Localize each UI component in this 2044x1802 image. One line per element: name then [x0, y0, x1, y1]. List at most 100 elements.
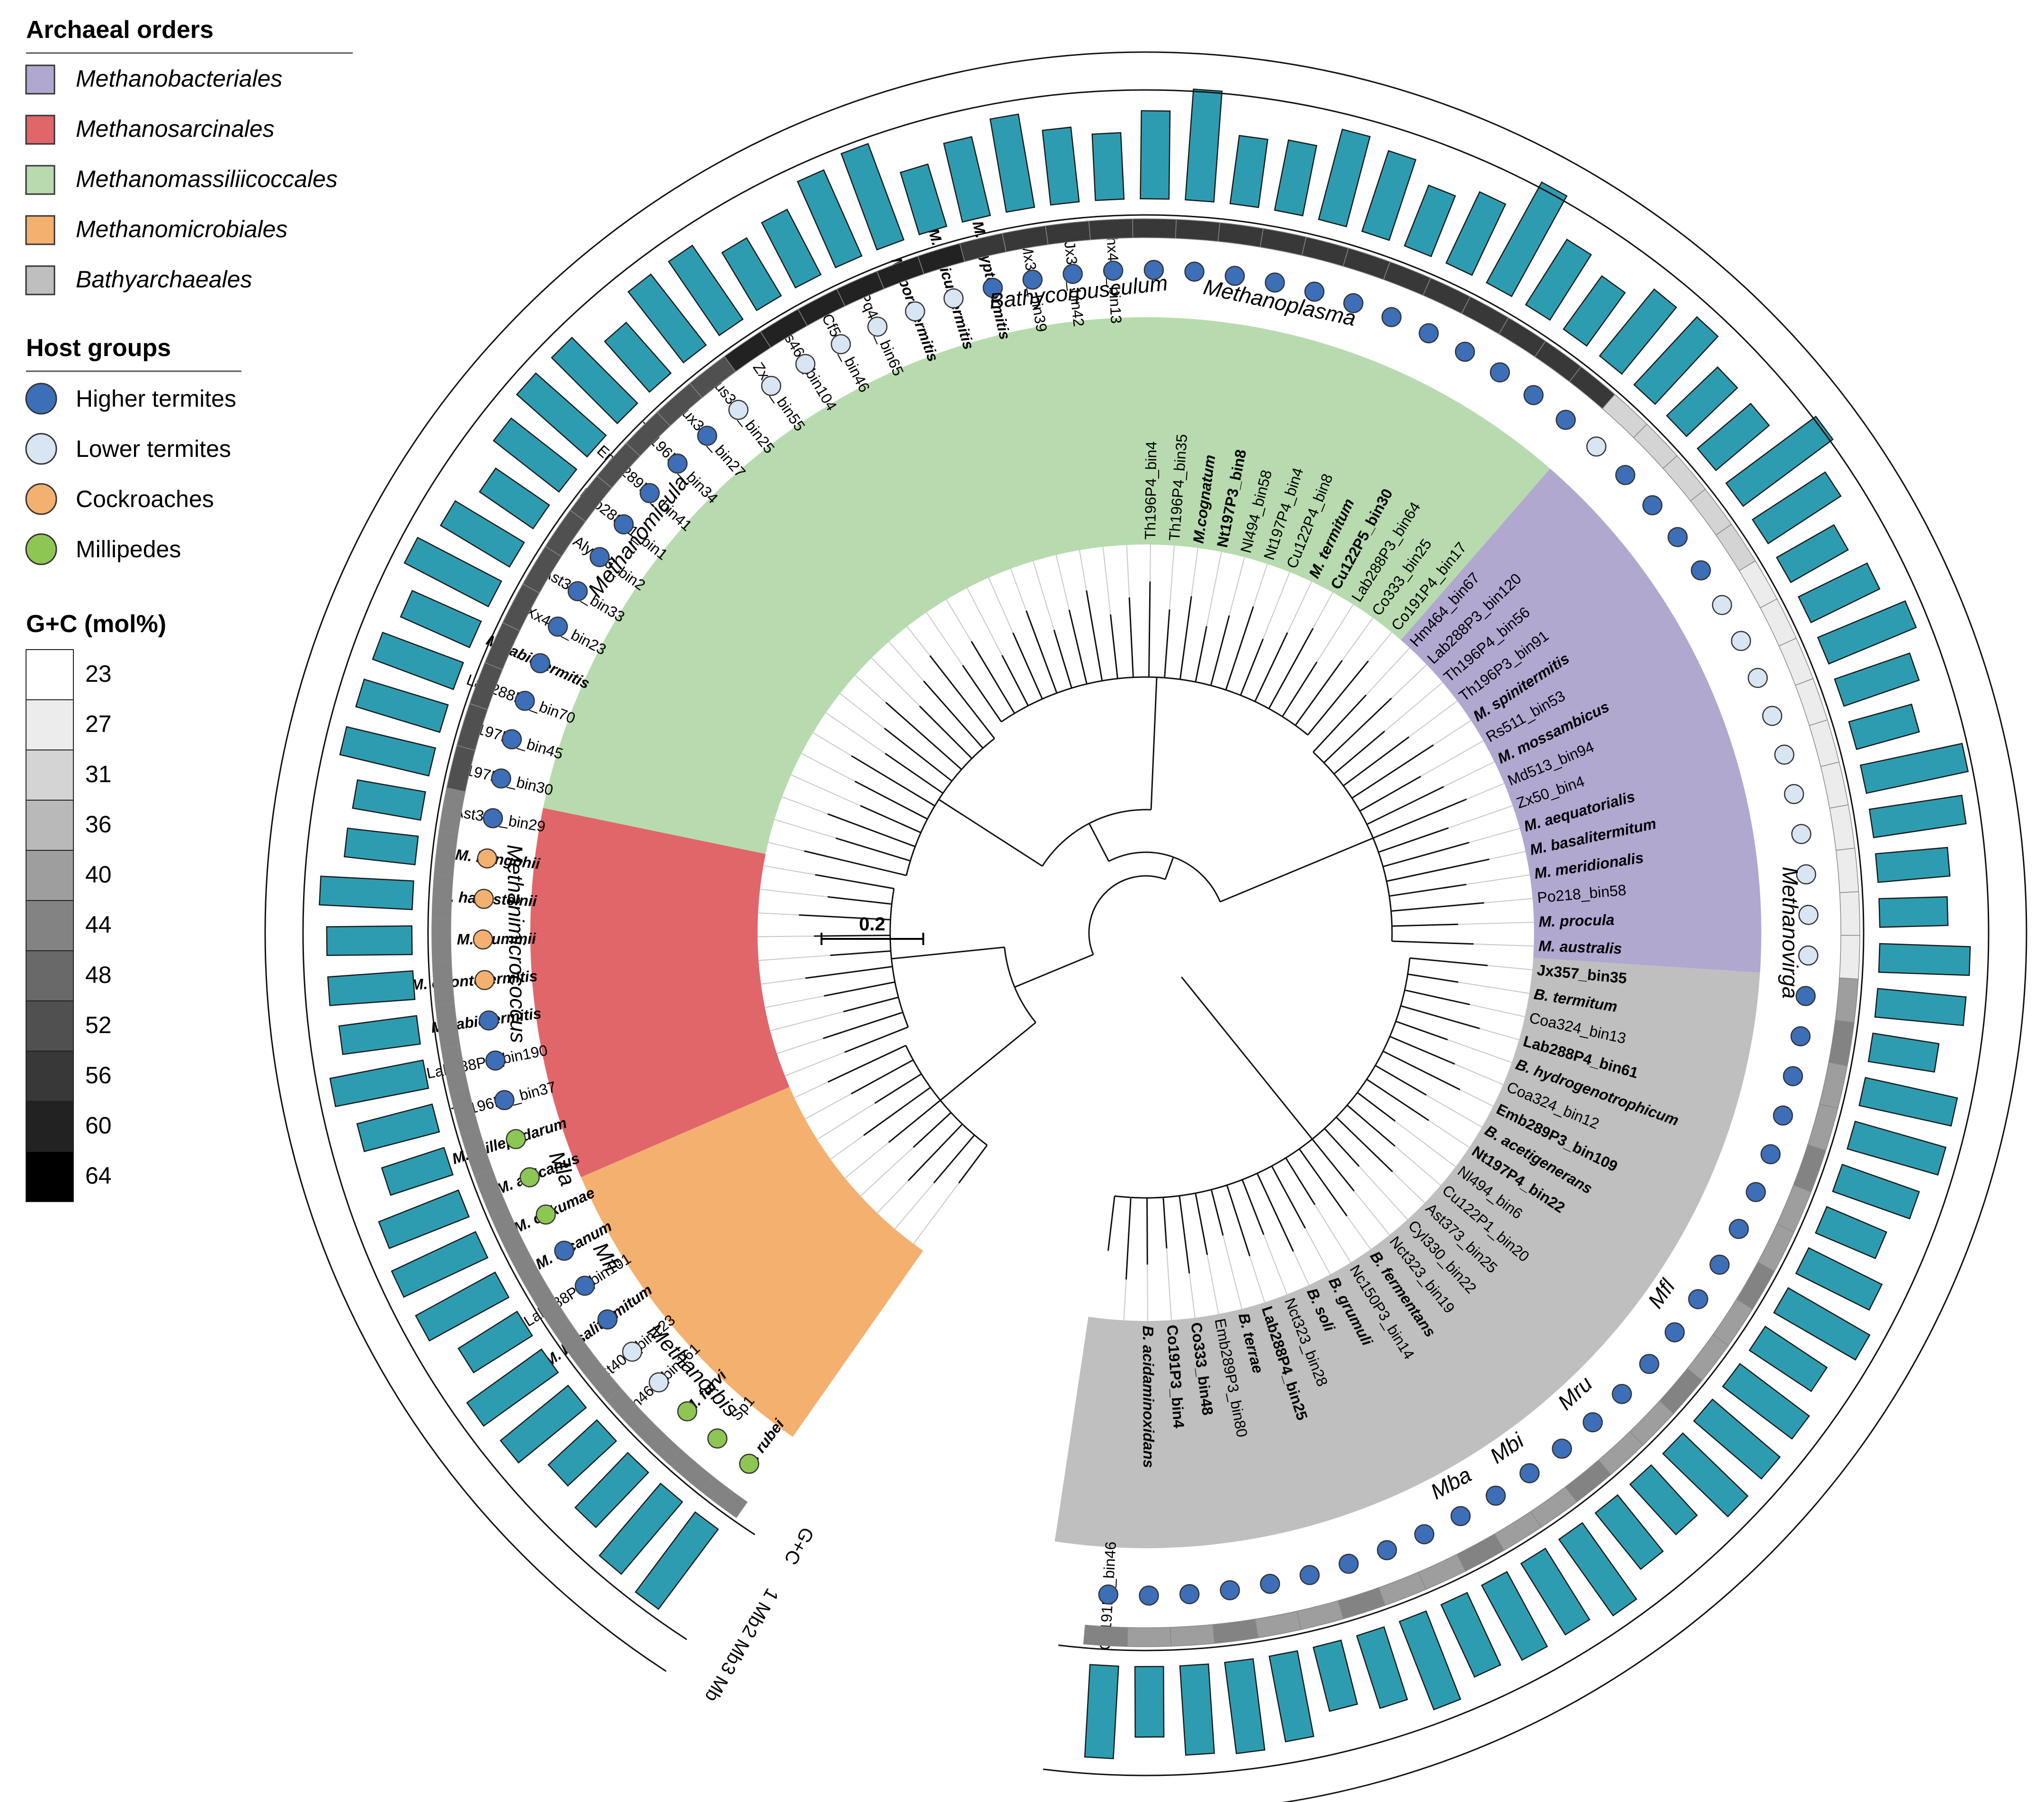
genome-size-bar — [1858, 1077, 1958, 1127]
host-dot — [1667, 527, 1688, 547]
genome-size-bar — [1797, 562, 1881, 624]
host-dot — [515, 690, 535, 711]
legend-host-dot — [25, 433, 57, 465]
host-dot — [1265, 272, 1285, 293]
host-dot — [1642, 495, 1663, 516]
host-dot — [473, 929, 493, 950]
leaf-connector — [855, 675, 886, 703]
leaf-connector — [1263, 1234, 1288, 1295]
gc-cell — [1170, 1624, 1215, 1647]
genome-size-bar — [796, 169, 863, 268]
leaf-connector — [894, 1182, 935, 1230]
leaf-connector — [791, 774, 861, 806]
genome-size-bar — [403, 536, 502, 607]
leaf-connector — [770, 1011, 844, 1032]
genome-size-bar — [1525, 239, 1592, 321]
legend-gc-label: 48 — [85, 962, 112, 988]
gc-cell — [1132, 218, 1177, 239]
leaf-connector — [1458, 921, 1534, 925]
genome-size-bar — [634, 1511, 719, 1610]
host-dot — [501, 729, 522, 749]
genome-size-bar — [329, 1059, 429, 1107]
host-dot — [1414, 1524, 1435, 1544]
genome-size-bar — [1445, 191, 1507, 276]
leaf-connector — [1229, 557, 1245, 616]
genome-size-bar — [1751, 471, 1842, 544]
host-dot — [1784, 784, 1804, 804]
gc-cell — [1461, 296, 1509, 335]
legend-host-label: Cockroaches — [76, 486, 214, 512]
host-dot — [697, 426, 717, 446]
host-dot — [1746, 1182, 1766, 1202]
leaf-connector — [763, 865, 815, 875]
host-dot — [1748, 668, 1768, 688]
genome-size-bar — [1874, 847, 1951, 883]
genome-size-bar — [1558, 1522, 1637, 1617]
leaf-connector — [759, 955, 830, 961]
host-dot — [1790, 1026, 1811, 1047]
leaf-connector — [1304, 1228, 1331, 1275]
host-dot — [1139, 1585, 1159, 1606]
gc-cell — [1494, 1511, 1542, 1551]
legend-order-label: Methanosarcinales — [76, 116, 275, 142]
leaf-connector — [1191, 548, 1199, 597]
leaf-connector — [812, 732, 852, 757]
legend-order-label: Methanomicrobiales — [76, 216, 287, 242]
host-dot — [1774, 744, 1794, 765]
leaf-connector — [1169, 545, 1175, 610]
gc-cell — [1829, 804, 1856, 851]
legend-gc-swatch — [26, 699, 74, 750]
host-dot — [1184, 261, 1205, 282]
genome-size-bar — [721, 237, 782, 312]
host-dot — [1615, 465, 1635, 485]
genus-label: Methanimicrococcus — [503, 844, 531, 1043]
host-dot — [982, 277, 1003, 298]
gc-cell — [438, 787, 466, 834]
host-dot — [536, 1204, 556, 1225]
ring-axis-circle — [302, 89, 1990, 1776]
leaf-connector — [1458, 981, 1530, 994]
leaf-connector — [1448, 805, 1513, 829]
host-dot — [728, 400, 749, 420]
host-dot — [1639, 1354, 1660, 1374]
gc-cell — [431, 874, 454, 919]
leaf-connector — [1366, 647, 1410, 696]
host-dot — [739, 1454, 759, 1474]
scale-bar: 0.2 — [821, 914, 924, 945]
gc-cell — [1259, 228, 1307, 256]
leaf-connector — [758, 936, 814, 937]
leaf-connector — [1384, 682, 1443, 732]
genome-size-bar — [343, 828, 419, 865]
genome-size-bar — [326, 925, 413, 956]
host-dot — [1552, 1438, 1572, 1459]
genome-size-bar — [627, 273, 707, 364]
leaf-connector — [1484, 898, 1533, 903]
host-dot — [1762, 705, 1783, 726]
leaf-connector — [1394, 1121, 1456, 1168]
host-dot — [597, 1309, 618, 1330]
leaf-connector — [1470, 1004, 1525, 1017]
genome-size-bar — [598, 1482, 683, 1575]
genome-size-bar — [943, 136, 991, 223]
legend-gc-swatch — [26, 800, 74, 851]
genome-size-bar — [1091, 132, 1125, 201]
genome-size-bar — [1140, 110, 1171, 200]
genome-size-bar — [840, 143, 905, 251]
leaf-label: M. australis — [1538, 937, 1622, 957]
legend-gc-label: 44 — [85, 911, 112, 938]
host-dot — [1179, 1584, 1200, 1605]
leaf-connector — [946, 599, 972, 642]
leaf-connector — [1055, 554, 1070, 610]
host-dot — [707, 1428, 728, 1449]
leaf-connector — [782, 796, 828, 814]
genome-size-bar — [378, 1189, 470, 1249]
genome-size-bar — [381, 1147, 454, 1196]
order-sector — [1401, 468, 1761, 973]
host-dot — [1729, 1219, 1749, 1239]
leaf-connector — [1287, 581, 1312, 633]
legend-gc-label: 36 — [85, 811, 112, 838]
gc-cell — [435, 1003, 461, 1050]
leaf-connector — [1223, 1235, 1242, 1309]
